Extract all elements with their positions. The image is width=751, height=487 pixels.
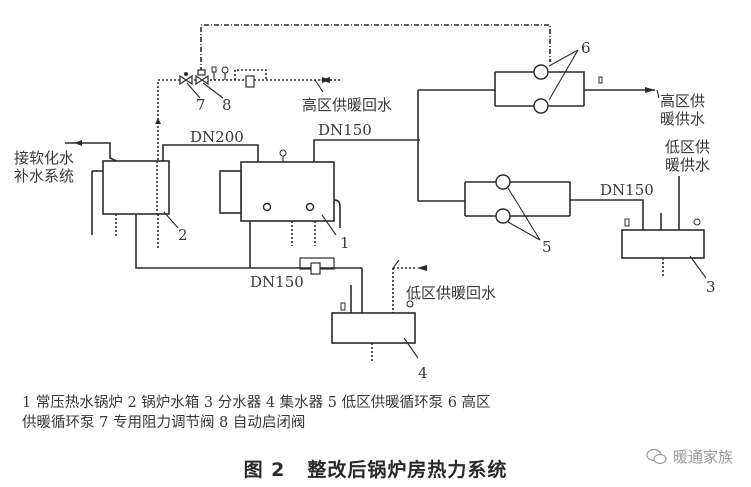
water-distributor-3 <box>621 229 705 259</box>
legend-line-1: 1 常压热水锅炉 2 锅炉水箱 3 分水器 4 集水器 5 低区供暖循环泵 6 … <box>22 395 491 411</box>
component-number-6: 6 <box>581 39 591 57</box>
boiler-water-tank-2 <box>102 160 170 215</box>
component-number-8: 8 <box>222 96 232 114</box>
pressure-gauge-icon <box>221 66 229 80</box>
figure-title: 整改后锅炉房热力系统 <box>307 459 508 481</box>
resistance-valve-7 <box>179 72 193 86</box>
watermark-text: 暖通家族 <box>672 448 733 466</box>
label-pipe-dn200: DN200 <box>190 128 244 146</box>
label-pipe-dn150-right: DN150 <box>600 181 654 199</box>
label-high-zone-supply-line2: 暖供水 <box>660 110 705 128</box>
label-low-zone-supply-line1: 低区供 <box>665 138 710 156</box>
high-zone-pump-6a <box>533 64 549 80</box>
component-number-3: 3 <box>706 278 716 296</box>
arrow-up-icon <box>155 118 161 124</box>
low-zone-pump-5b <box>495 208 511 224</box>
label-makeup-water-line1: 接软化水 <box>14 149 74 167</box>
water-collector-4 <box>331 312 416 344</box>
label-low-zone-supply-line2: 暖供水 <box>665 156 710 174</box>
label-high-zone-return: 高区供暖回水 <box>302 96 392 114</box>
boiler-burner <box>219 170 242 214</box>
control-signal-line <box>200 24 551 72</box>
component-legend: 1 常压热水锅炉 2 锅炉水箱 3 分水器 4 集水器 5 低区供暖循环泵 6 … <box>22 393 742 433</box>
label-low-zone-return: 低区供暖回水 <box>406 284 496 302</box>
component-number-1: 1 <box>340 234 350 252</box>
label-pipe-dn150-top: DN150 <box>318 121 372 139</box>
component-number-2: 2 <box>178 226 188 244</box>
figure-number: 图 2 <box>243 459 286 481</box>
hot-water-boiler-1 <box>240 161 335 222</box>
low-zone-pump-5a <box>495 174 511 190</box>
high-zone-pump-6b <box>533 98 549 114</box>
label-makeup-water-line2: 补水系统 <box>14 167 74 185</box>
high-zone-return-pipe <box>157 79 340 250</box>
figure-caption: 图 2 整改后锅炉房热力系统 <box>0 455 751 482</box>
watermark: 暖通家族 <box>646 446 733 467</box>
flow-arrow-icon <box>320 77 330 83</box>
auto-shutoff-valve-8 <box>195 69 209 86</box>
component-number-7: 7 <box>196 96 206 114</box>
wechat-icon <box>646 448 667 464</box>
thermometer-icon <box>211 66 217 80</box>
label-pipe-dn150-bottom: DN150 <box>250 273 304 291</box>
legend-line-2: 供暖循环泵 7 专用阻力调节阀 8 自动启闭阀 <box>22 415 306 431</box>
component-number-5: 5 <box>542 238 552 256</box>
label-high-zone-supply-line1: 高区供 <box>660 92 705 110</box>
component-number-4: 4 <box>418 364 428 382</box>
boiler-room-thermal-system-diagram: 7 8 高区供暖回水 接软化水 补水系统 2 DN200 1 DN150 DN1… <box>14 24 716 382</box>
filter-bypass <box>234 69 267 88</box>
